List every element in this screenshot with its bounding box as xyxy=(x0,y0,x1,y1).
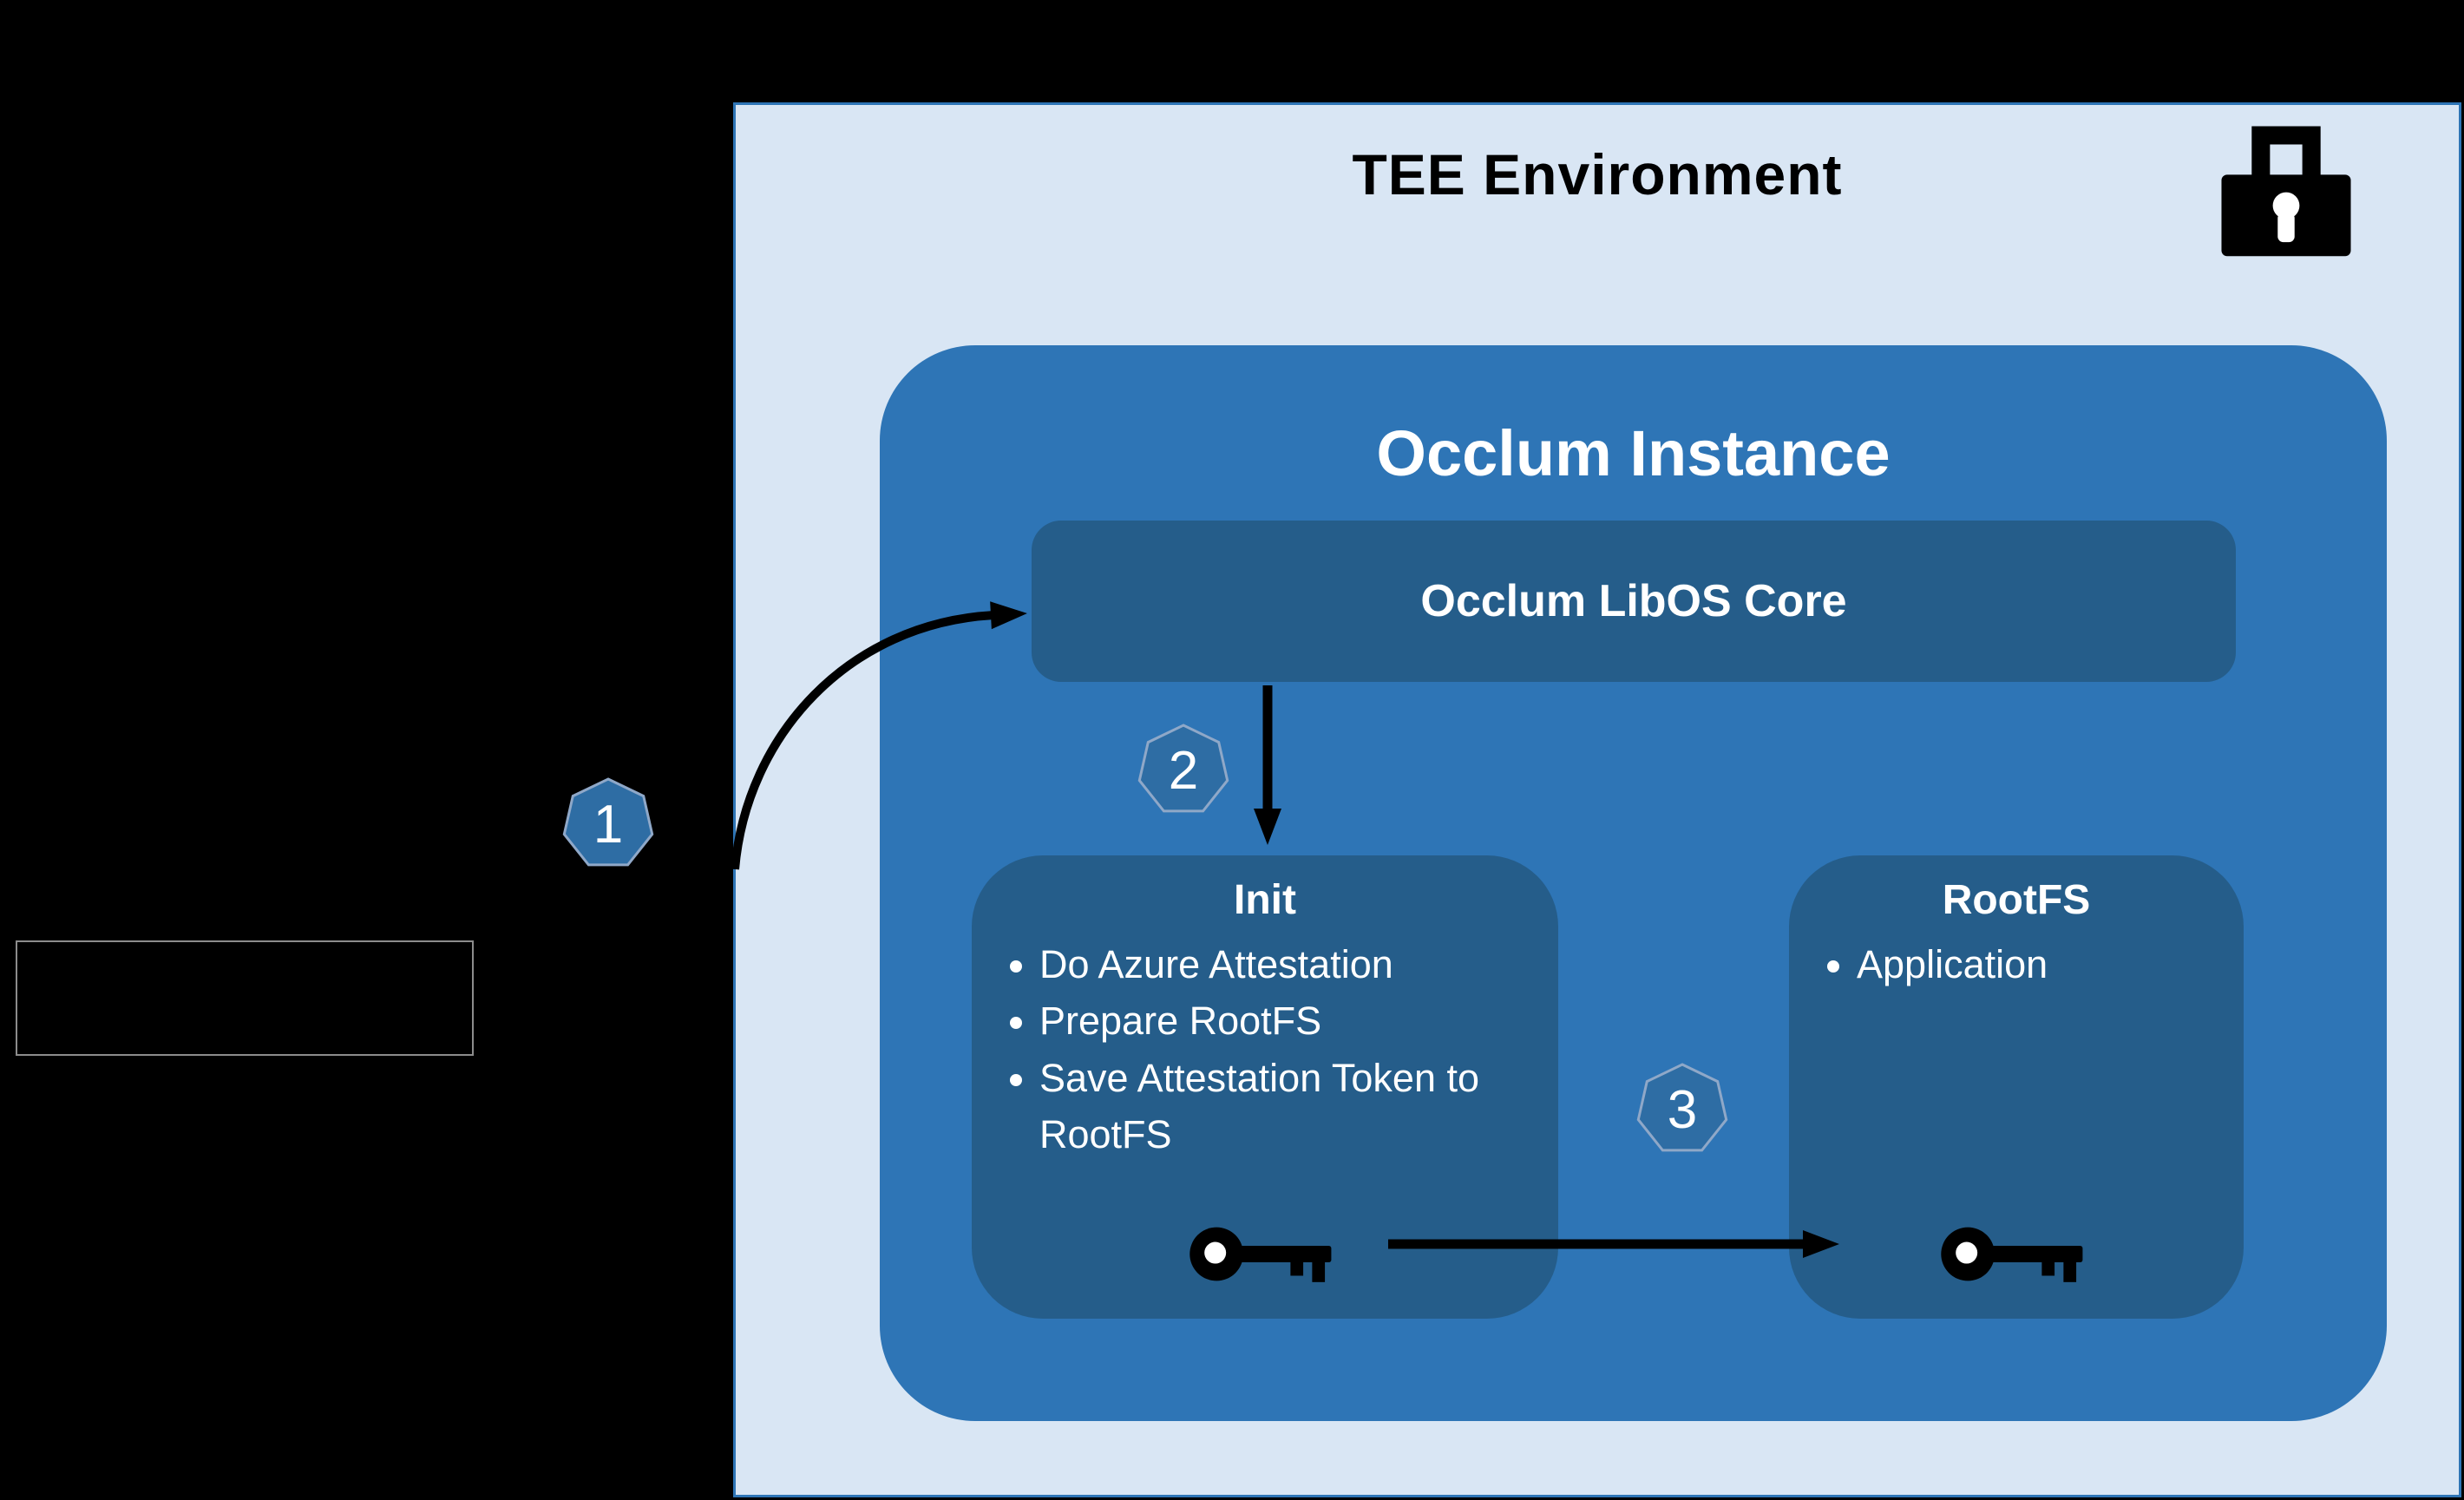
occlum-instance-title: Occlum Instance xyxy=(1376,417,1891,489)
rootfs-bullet-list: Application xyxy=(1789,936,2244,992)
key-icon xyxy=(1189,1227,1332,1282)
lock-icon xyxy=(2221,126,2351,257)
tee-environment-title: TEE Environment xyxy=(1352,142,1843,206)
left-empty-box xyxy=(16,940,474,1056)
bullet-item: Do Azure Attestation xyxy=(1039,936,1532,992)
key-icon xyxy=(1941,1227,2083,1282)
step-badge-2: 2 xyxy=(1135,722,1232,819)
heptagon-shape xyxy=(1636,1063,1728,1152)
badge-label: 2 xyxy=(1168,740,1199,801)
tee-environment-panel: TEE Environment Occlum Instance Occlum L… xyxy=(733,102,2461,1497)
init-bullet-list: Do Azure Attestation Prepare RootFS Save… xyxy=(972,936,1558,1163)
bullet-item: Save Attestation Token to RootFS xyxy=(1039,1050,1532,1163)
bullet-item: Application xyxy=(1857,936,2218,992)
init-title: Init xyxy=(1234,877,1296,923)
init-box: Init Do Azure Attestation Prepare RootFS… xyxy=(972,855,1558,1319)
heptagon-shape xyxy=(562,777,654,867)
badge-label: 3 xyxy=(1667,1079,1698,1140)
rootfs-box: RootFS Application xyxy=(1789,855,2244,1319)
rootfs-title: RootFS xyxy=(1942,877,2091,923)
occlum-instance-panel: Occlum Instance Occlum LibOS Core Init D… xyxy=(880,345,2387,1421)
badge-label: 1 xyxy=(593,794,624,855)
step-badge-1: 1 xyxy=(560,776,657,873)
bullet-item: Prepare RootFS xyxy=(1039,992,1532,1049)
step-badge-3: 3 xyxy=(1634,1061,1731,1158)
heptagon-shape xyxy=(1137,724,1229,813)
occlum-libos-core-box: Occlum LibOS Core xyxy=(1032,521,2236,682)
occlum-libos-core-label: Occlum LibOS Core xyxy=(1420,576,1847,626)
